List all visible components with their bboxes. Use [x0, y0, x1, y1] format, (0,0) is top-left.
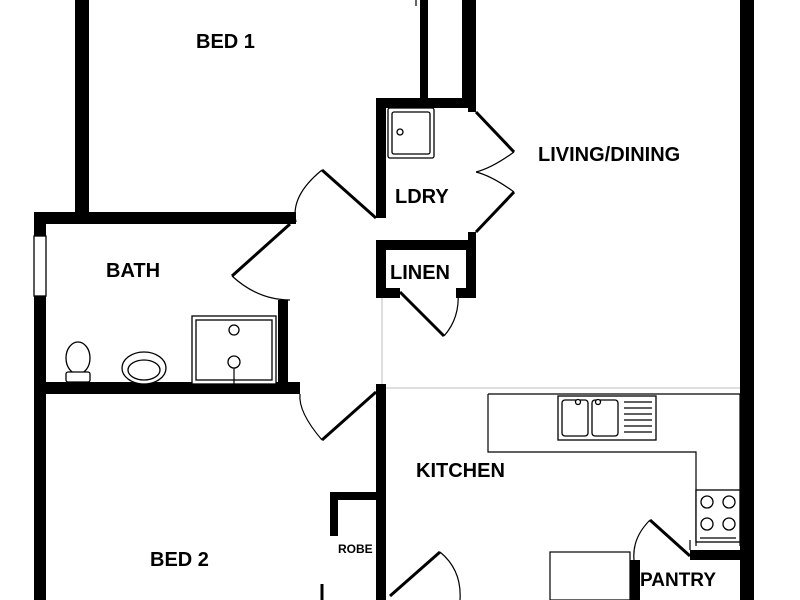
sink-tap-1: [574, 398, 582, 406]
wall-laundry-bottom: [376, 240, 476, 250]
wall-bath-left-lower: [34, 296, 46, 390]
cooktop-burner-3: [700, 517, 714, 531]
laundry-door-swing: [294, 169, 323, 223]
bath-door-swing: [231, 275, 291, 301]
bath-window: [33, 235, 47, 297]
wall-laundry-right-stub: [468, 232, 476, 250]
bed2-door-leaf[interactable]: [321, 390, 377, 442]
label-linen: LINEN: [390, 262, 450, 284]
wall-right-exterior: [740, 0, 754, 600]
wall-robe-top: [330, 492, 380, 500]
label-kitchen: KITCHEN: [416, 460, 505, 482]
toilet-cistern: [65, 371, 91, 383]
pantry-door-swing: [633, 519, 651, 561]
shower-drain: [228, 324, 240, 336]
linen-door-swing: [443, 291, 459, 337]
laundry-tap: [396, 128, 404, 136]
doors: [230, 110, 692, 600]
wall-laundry-top: [376, 98, 476, 108]
linen-door-leaf[interactable]: [398, 290, 446, 338]
cooktop-burner-1: [700, 495, 714, 509]
sink-tap-2: [594, 398, 602, 406]
laundry-tub-basin: [391, 111, 431, 155]
laundry-right-swing-upper: [475, 151, 515, 173]
laundry-right-door-upper[interactable]: [474, 110, 516, 154]
label-bed2: BED 2: [150, 549, 209, 571]
label-living-dining: LIVING/DINING: [538, 144, 680, 166]
sink-drainer: [624, 401, 652, 433]
cooktop-burner-4: [722, 517, 736, 531]
laundry-door-leaf[interactable]: [321, 168, 377, 220]
fixtures: [65, 107, 741, 600]
kitchen-bottom-door-leaf[interactable]: [389, 550, 441, 598]
wall-linen-bottom-left: [376, 288, 400, 298]
wall-kitchen-left: [376, 384, 386, 600]
bed2-door-swing: [299, 393, 323, 441]
label-laundry: LDRY: [395, 186, 449, 208]
shower-head: [227, 355, 241, 369]
label-pantry: PANTRY: [640, 570, 716, 591]
kitchen-sink-bowl-2: [591, 399, 619, 437]
walls: [34, 0, 754, 600]
fridge-space: [549, 551, 631, 600]
wall-bed2-left: [34, 390, 46, 600]
bath-door-leaf[interactable]: [230, 222, 292, 278]
toilet-bowl: [65, 341, 91, 375]
wall-linen-left: [376, 248, 386, 298]
wall-bath-left: [34, 212, 46, 236]
bath-basin-inner: [127, 359, 161, 381]
wall-robe-left: [330, 492, 338, 536]
laundry-right-swing-lower: [475, 171, 515, 193]
kitchen-bottom-door-swing: [439, 551, 461, 600]
kitchen-sink-bowl-1: [561, 399, 589, 437]
wall-bath-bottom: [34, 382, 300, 394]
label-bed1: BED 1: [196, 31, 255, 53]
wall-pantry-top: [690, 550, 742, 560]
wall-bath-right: [278, 300, 288, 390]
wall-bed1-robe-b: [462, 0, 470, 98]
laundry-right-door-lower[interactable]: [474, 190, 516, 234]
wall-pantry-left: [630, 560, 640, 600]
wall-living-left-top: [468, 0, 476, 112]
wall-linen-right: [466, 248, 476, 298]
windows-and-openings: [33, 0, 740, 550]
wall-bath-top: [34, 212, 296, 224]
cooktop-burner-2: [722, 495, 736, 509]
label-bath: BATH: [106, 260, 160, 282]
room-labels: BED 1 LIVING/DINING LDRY BATH LINEN KITC…: [106, 31, 716, 591]
wall-left-upper: [75, 0, 89, 214]
pantry-door-leaf[interactable]: [648, 518, 692, 558]
wall-bed1-robe-a: [420, 0, 428, 98]
wall-laundry-left: [376, 98, 386, 218]
label-robe: ROBE: [338, 542, 373, 556]
wall-linen-bottom-right: [456, 288, 476, 298]
